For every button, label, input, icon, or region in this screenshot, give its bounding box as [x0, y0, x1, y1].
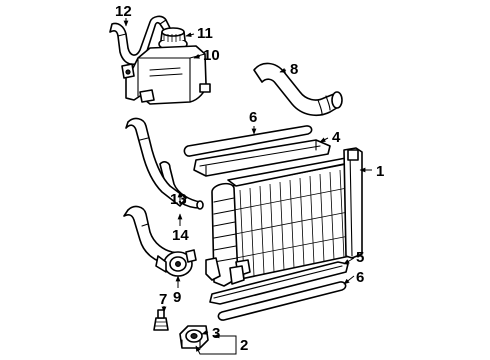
coolant-reservoir	[121, 45, 211, 105]
bypass-hose	[125, 117, 187, 207]
callout-4: 4	[332, 129, 341, 146]
upper-seal-strip	[183, 125, 313, 157]
callout-leaders	[123, 18, 372, 355]
drain-plug	[153, 309, 169, 331]
callout-3: 3	[212, 325, 220, 342]
outlet-fitting	[155, 249, 197, 277]
callout-11: 11	[197, 25, 213, 42]
lower-baffle	[209, 261, 349, 305]
callout-12: 12	[115, 3, 132, 20]
callout-8: 8	[290, 61, 298, 78]
callout-14: 14	[172, 227, 189, 244]
radiator-core	[205, 147, 363, 287]
callout-10: 10	[203, 47, 220, 64]
callout-6-lower: 6	[356, 269, 364, 286]
mount-bracket	[179, 325, 209, 349]
callout-1: 1	[376, 163, 384, 180]
lower-seal-strip	[217, 281, 347, 321]
callout-5: 5	[356, 249, 364, 266]
upper-baffle	[193, 139, 331, 177]
callout-2: 2	[240, 337, 248, 354]
callout-labels: 1 2 3 4 5 6 6 7 8 9 10 11 12 13 14	[115, 3, 384, 354]
callout-13: 13	[170, 191, 187, 208]
callout-7: 7	[159, 291, 167, 308]
callout-9: 9	[173, 289, 181, 306]
callout-6-upper: 6	[249, 109, 257, 126]
